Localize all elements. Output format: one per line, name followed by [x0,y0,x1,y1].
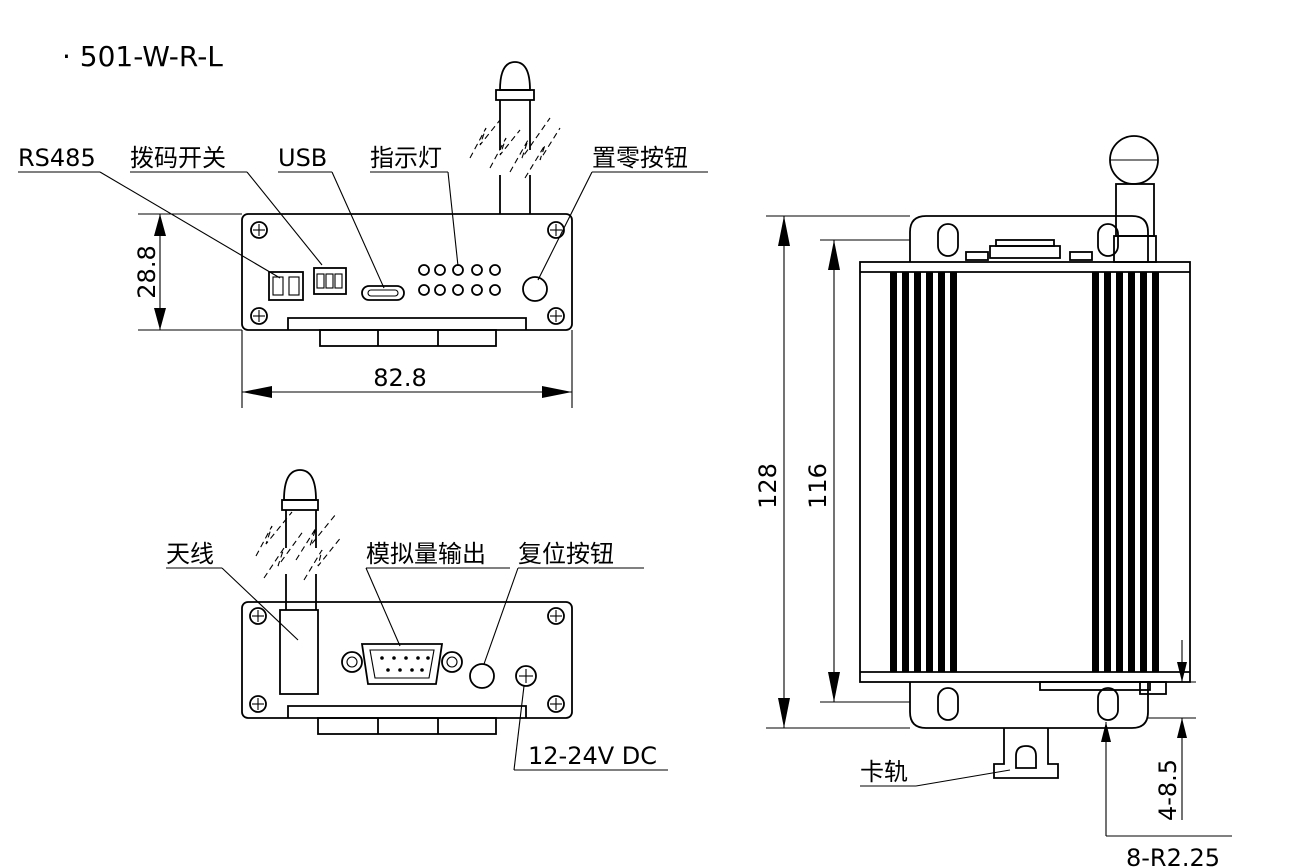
svg-text:82.8: 82.8 [373,364,426,392]
svg-text:128: 128 [754,463,782,509]
din-rail-clip [993,728,1059,779]
screw-icon [250,221,565,325]
power-jack [515,665,537,687]
label-power: 12-24V DC [528,742,657,770]
rs485-terminal [268,271,304,301]
rear-antenna [255,469,343,695]
front-antenna [469,61,561,214]
db9-connector [341,643,463,685]
label-dip-switch: 拨码开关 [130,144,226,172]
svg-text:28.8: 28.8 [133,245,161,298]
dim-width: 82.8 [241,330,573,408]
model-title: · 501-W-R-L [62,40,223,73]
label-zero-button: 置零按钮 [592,144,688,172]
label-rail: 卡轨 [860,758,908,786]
label-analog-output: 模拟量输出 [366,540,486,568]
label-usb: USB [278,144,327,172]
front-view: RS485 拨码开关 USB 指示灯 置零按钮 28.8 [18,61,708,408]
dim-height: 28.8 [133,213,242,331]
svg-text:116: 116 [804,463,832,509]
zero-button [522,276,548,302]
svg-text:8-R2.25: 8-R2.25 [1126,844,1220,868]
indicator-leds [418,264,501,296]
svg-text:4-8.5: 4-8.5 [1154,759,1182,821]
dim-body: 116 [804,239,910,703]
heatsink-fins-left [890,272,957,672]
rear-view: 天线 模拟量输出 复位按钮 12-24V DC [166,469,668,771]
dip-switch [313,267,347,295]
dim-slot: 4-8.5 [1148,640,1196,821]
top-body [859,261,1191,683]
top-view: 卡轨 128 116 4-8.5 [754,135,1232,868]
label-rs485: RS485 [18,144,96,172]
dim-radius: 8-R2.25 [1101,722,1232,868]
reset-button [469,663,495,689]
heatsink-fins-right [1092,272,1159,672]
dim-overall: 128 [754,215,910,729]
label-indicator: 指示灯 [370,144,442,172]
label-antenna: 天线 [166,540,214,568]
screw-icon [249,607,565,713]
label-reset-button: 复位按钮 [518,540,614,568]
